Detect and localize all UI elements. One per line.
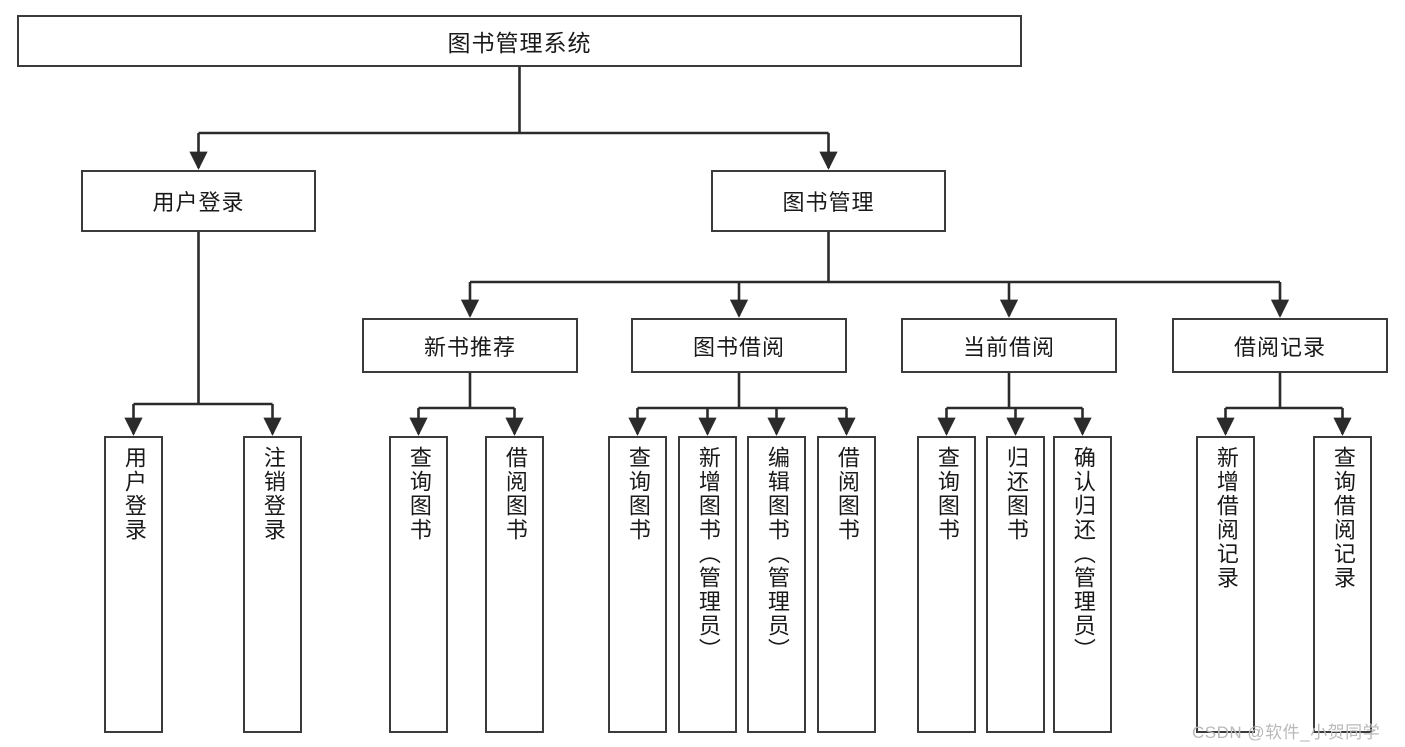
node-leaf-5-label: 新增图书（管理员）: [695, 446, 721, 662]
node-leaf-10-label: 确认归还（管理员）: [1070, 446, 1096, 662]
node-level2-1-label: 图书管理: [782, 190, 875, 215]
node-leaf-10[interactable]: 确认归还（管理员）: [1053, 436, 1112, 733]
node-level3-3[interactable]: 借阅记录: [1172, 318, 1388, 373]
node-level3-3-label: 借阅记录: [1233, 334, 1326, 360]
node-leaf-4[interactable]: 查询图书: [608, 436, 667, 733]
node-leaf-7-label: 借阅图书: [834, 446, 860, 542]
node-root-0-label: 图书管理系统: [447, 30, 592, 56]
node-level2-1[interactable]: 图书管理: [711, 170, 946, 232]
node-leaf-12[interactable]: 查询借阅记录: [1313, 436, 1372, 733]
node-level3-0[interactable]: 新书推荐: [362, 318, 578, 373]
node-leaf-11[interactable]: 新增借阅记录: [1196, 436, 1255, 733]
node-leaf-5[interactable]: 新增图书（管理员）: [678, 436, 737, 733]
node-level3-1-label: 图书借阅: [692, 334, 785, 360]
node-leaf-11-label: 新增借阅记录: [1213, 446, 1239, 590]
node-leaf-9-label: 归还图书: [1003, 446, 1029, 542]
csdn-watermark: CSDN @软件_小贺同学: [1192, 723, 1381, 742]
node-root-0[interactable]: 图书管理系统: [17, 15, 1022, 67]
node-leaf-9[interactable]: 归还图书: [986, 436, 1045, 733]
node-leaf-0-label: 用户登录: [121, 446, 147, 542]
node-leaf-8[interactable]: 查询图书: [917, 436, 976, 733]
node-leaf-8-label: 查询图书: [934, 446, 960, 542]
node-level2-0[interactable]: 用户登录: [81, 170, 316, 232]
node-level2-0-label: 用户登录: [152, 190, 245, 215]
node-leaf-1[interactable]: 注销登录: [243, 436, 302, 733]
node-level3-2-label: 当前借阅: [962, 334, 1055, 360]
node-leaf-6[interactable]: 编辑图书（管理员）: [747, 436, 806, 733]
node-leaf-2-label: 查询图书: [406, 446, 432, 542]
node-leaf-0[interactable]: 用户登录: [104, 436, 163, 733]
node-leaf-3[interactable]: 借阅图书: [485, 436, 544, 733]
node-level3-2[interactable]: 当前借阅: [901, 318, 1117, 373]
node-leaf-3-label: 借阅图书: [502, 446, 528, 542]
node-leaf-2[interactable]: 查询图书: [389, 436, 448, 733]
node-leaf-12-label: 查询借阅记录: [1330, 446, 1356, 590]
node-leaf-7[interactable]: 借阅图书: [817, 436, 876, 733]
node-leaf-1-label: 注销登录: [260, 446, 286, 542]
node-leaf-6-label: 编辑图书（管理员）: [764, 446, 790, 662]
node-leaf-4-label: 查询图书: [625, 446, 651, 542]
node-level3-1[interactable]: 图书借阅: [631, 318, 847, 373]
node-level3-0-label: 新书推荐: [423, 334, 516, 360]
